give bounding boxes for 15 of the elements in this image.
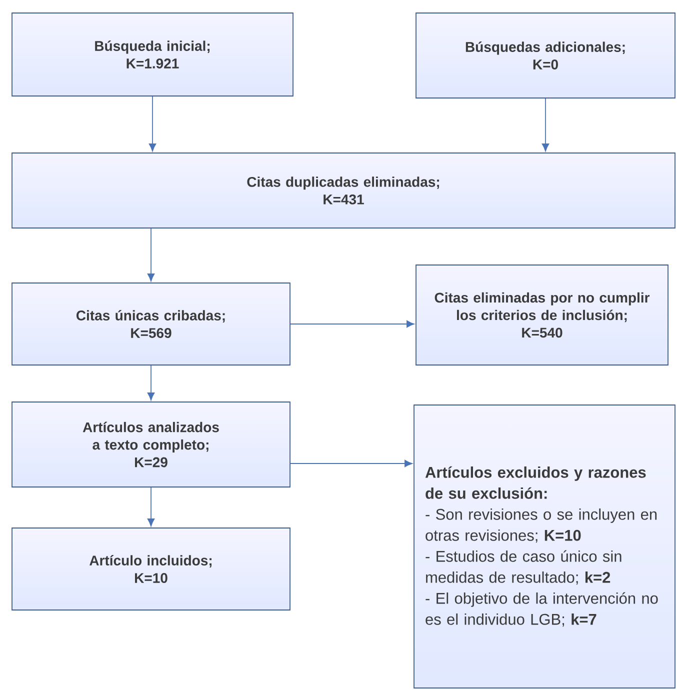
arrow [147, 228, 155, 282]
process-box: Citas únicas cribadas; K=569 [12, 282, 290, 366]
result-box: Artículo incluidos; K=10 [12, 528, 290, 610]
exclusion-box: Artículos excluidos y razones de su exclusión: - Son revisiones o se incluyen en otras revisiones; K=10 - Estudios de caso único sin medidas de resultado; k=2 - El objetivo de la intervención no es el individuo LGB; k=7 [414, 404, 676, 688]
process-box: Búsqueda inicial; K=1.921 [12, 12, 294, 96]
arrow [147, 365, 155, 400]
process-box: Citas duplicadas eliminadas; K=431 [12, 152, 676, 228]
arrow [148, 96, 156, 152]
arrow [290, 460, 412, 468]
arrow [147, 487, 155, 526]
exclusion-box: Citas eliminadas por no cumplir los criterios de inclusión; K=540 [416, 264, 668, 366]
arrow [290, 320, 414, 328]
process-box: Búsquedas adicionales; K=0 [416, 12, 676, 98]
process-box: Artículos analizados a texto completo; K=29 [12, 402, 290, 488]
arrow [542, 98, 550, 152]
